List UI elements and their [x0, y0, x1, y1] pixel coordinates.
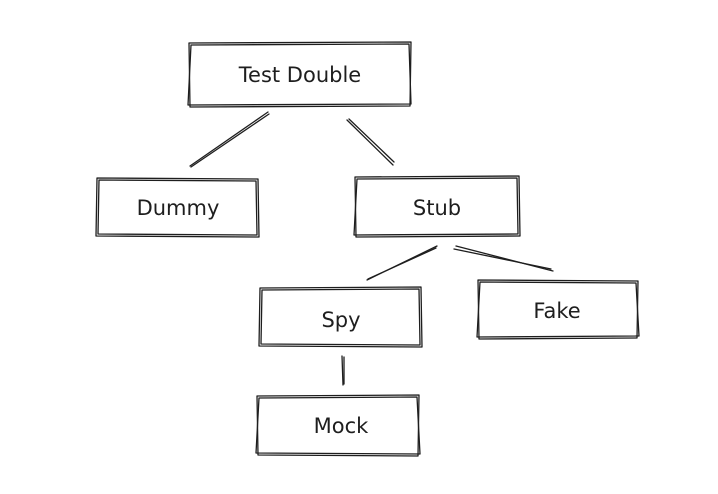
node-label-stub: Stub	[413, 196, 461, 220]
node-mock: Mock	[255, 394, 421, 457]
node-label-dummy: Dummy	[137, 196, 220, 220]
edge-test-double-dummy	[189, 111, 270, 168]
node-spy: Spy	[258, 286, 423, 348]
node-label-fake: Fake	[533, 299, 580, 323]
edge-stub-spy	[366, 245, 438, 281]
node-label-spy: Spy	[321, 308, 360, 332]
edge-spy-mock	[341, 355, 345, 386]
edge-stub-fake	[453, 245, 554, 272]
node-stub: Stub	[353, 175, 521, 238]
node-label-mock: Mock	[314, 414, 370, 438]
node-fake: Fake	[476, 279, 640, 340]
connectors	[189, 111, 554, 386]
node-dummy: Dummy	[95, 177, 260, 238]
node-label-test-double: Test Double	[238, 63, 361, 87]
edge-test-double-stub	[346, 118, 395, 166]
node-test-double: Test Double	[187, 41, 412, 108]
